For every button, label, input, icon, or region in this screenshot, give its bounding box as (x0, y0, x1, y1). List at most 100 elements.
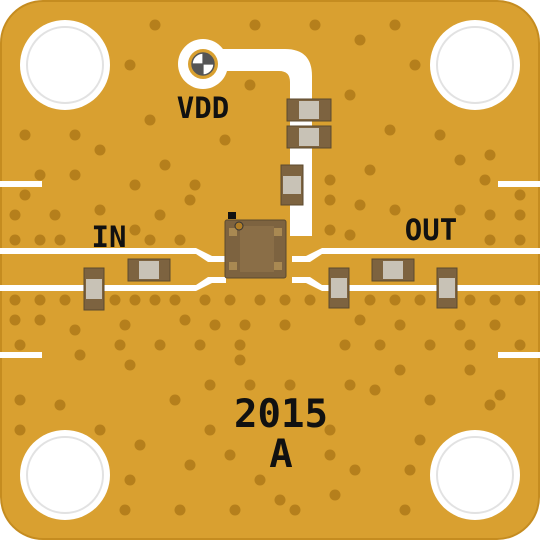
via (199, 294, 211, 306)
output-label: OUT (405, 213, 457, 247)
via-field (9, 19, 526, 516)
via (94, 144, 106, 156)
via (14, 339, 26, 351)
via (129, 179, 141, 191)
via (274, 494, 286, 506)
via (69, 169, 81, 181)
via (389, 294, 401, 306)
mounting-hole-icon (436, 26, 514, 104)
via (114, 339, 126, 351)
via (364, 294, 376, 306)
via (464, 294, 476, 306)
via (389, 19, 401, 31)
via (124, 359, 136, 371)
via (424, 394, 436, 406)
via (514, 189, 526, 201)
via (494, 389, 506, 401)
via (219, 134, 231, 146)
via (304, 294, 316, 306)
via (484, 149, 496, 161)
vdd-label: VDD (177, 91, 229, 125)
via (454, 154, 466, 166)
via (409, 59, 421, 71)
via (144, 114, 156, 126)
via (129, 224, 141, 236)
via (174, 504, 186, 516)
via (329, 489, 341, 501)
via (14, 424, 26, 436)
via (14, 394, 26, 406)
via (19, 189, 31, 201)
via (464, 364, 476, 376)
via (389, 204, 401, 216)
via (384, 124, 396, 136)
via (234, 354, 246, 366)
via (489, 319, 501, 331)
via (484, 234, 496, 246)
via (514, 209, 526, 221)
via (189, 179, 201, 191)
via (169, 294, 181, 306)
via (489, 294, 501, 306)
via (124, 474, 136, 486)
via (454, 204, 466, 216)
via (144, 234, 156, 246)
via (324, 194, 336, 206)
pin1-silk-mark (228, 212, 236, 219)
via (59, 294, 71, 306)
via (209, 319, 221, 331)
via (149, 19, 161, 31)
via (69, 129, 81, 141)
via (514, 339, 526, 351)
mounting-holes (20, 20, 520, 520)
via (19, 129, 31, 141)
via (324, 174, 336, 186)
dc-block-cap-output (371, 258, 415, 282)
via (454, 319, 466, 331)
via (399, 504, 411, 516)
via (169, 394, 181, 406)
via (119, 504, 131, 516)
via (344, 379, 356, 391)
via (119, 319, 131, 331)
via (324, 449, 336, 461)
input-label: IN (92, 220, 127, 254)
capacitor-c1 (286, 98, 332, 122)
via (354, 34, 366, 46)
via (289, 504, 301, 516)
via (194, 339, 206, 351)
via (254, 294, 266, 306)
via (9, 294, 21, 306)
via (324, 224, 336, 236)
via (34, 314, 46, 326)
via (279, 319, 291, 331)
vdd-via-pad-icon (191, 52, 215, 76)
via (149, 294, 161, 306)
via (204, 379, 216, 391)
via (9, 314, 21, 326)
via (234, 339, 246, 351)
via (254, 474, 266, 486)
year-label: 2015 (234, 392, 328, 437)
via (124, 59, 136, 71)
shunt-component-output-1 (328, 267, 350, 309)
via (229, 504, 241, 516)
rf-output-line (292, 248, 540, 291)
via (224, 294, 236, 306)
via (349, 464, 361, 476)
mounting-hole-icon (436, 436, 514, 514)
via (414, 294, 426, 306)
via (514, 294, 526, 306)
via (344, 89, 356, 101)
via (134, 439, 146, 451)
via (284, 379, 296, 391)
dc-block-cap-input (127, 258, 171, 282)
via (129, 294, 141, 306)
via (9, 234, 21, 246)
via (49, 209, 61, 221)
via (414, 434, 426, 446)
mounting-hole-icon (26, 26, 104, 104)
via (404, 464, 416, 476)
via (354, 314, 366, 326)
